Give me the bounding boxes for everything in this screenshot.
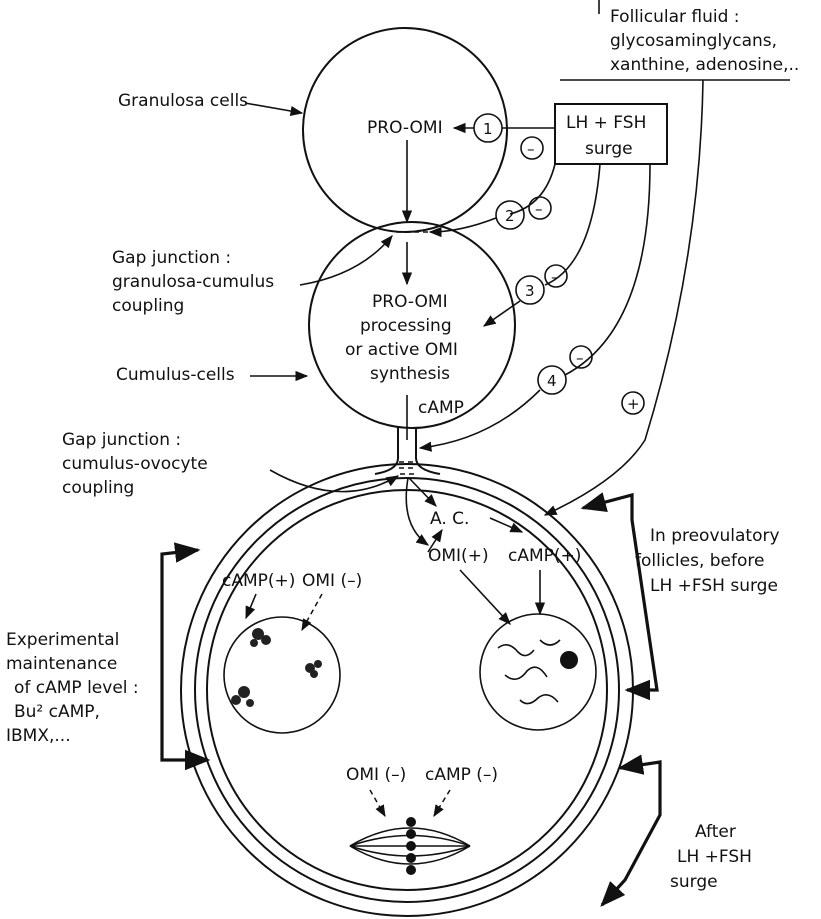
stalk-left — [375, 427, 398, 474]
svg-text:IBMX,...: IBMX,... — [6, 726, 71, 746]
svg-text:After: After — [695, 822, 736, 842]
svg-text:cumulus-ovocyte: cumulus-ovocyte — [62, 454, 208, 474]
svg-text:–: – — [576, 349, 584, 367]
svg-text:PRO-OMI: PRO-OMI — [372, 292, 448, 312]
svg-text:coupling: coupling — [62, 478, 134, 498]
camp-left-arrow — [246, 594, 256, 618]
omi-minus-bottom-label: OMI (–) — [346, 765, 406, 785]
camp-minus-bottom-label: cAMP (–) — [425, 765, 498, 785]
granulosa-pointer-arrow — [245, 103, 302, 113]
after-surge-bracket — [602, 762, 660, 905]
ac-label: A. C. — [430, 509, 469, 529]
decondensed-chromatin — [498, 640, 578, 704]
inhibit-marker-2: – — [529, 197, 551, 219]
svg-text:of cAMP level :: of cAMP level : — [14, 678, 139, 698]
stimulate-marker: + — [622, 392, 644, 414]
svg-text:3: 3 — [525, 282, 535, 300]
svg-text:LH +FSH: LH +FSH — [677, 847, 752, 867]
metaphase-spindle — [350, 817, 470, 875]
svg-text:Follicular fluid :: Follicular fluid : — [610, 7, 740, 27]
gap-junction-co-label: Gap junction : cumulus-ovocyte coupling — [62, 430, 208, 498]
camp-plus-right-label: cAMP(+) — [508, 546, 581, 566]
lh-fsh-surge-box: LH + FSH surge — [555, 104, 667, 164]
svg-text:LH +FSH surge: LH +FSH surge — [650, 576, 778, 596]
omi-entry-arrow — [406, 478, 428, 545]
omi-bottom-arrow — [370, 790, 385, 816]
svg-text:+: + — [627, 395, 640, 413]
camp-top-label: cAMP — [418, 398, 464, 418]
ac-to-camp-arrow — [490, 518, 522, 532]
svg-text:–: – — [535, 200, 543, 218]
box-to-step4-curve — [565, 164, 650, 375]
inhibit-marker-1: – — [521, 137, 543, 159]
gap-junction-gc-pointer — [300, 236, 392, 285]
svg-text:synthesis: synthesis — [370, 364, 450, 384]
svg-text:maintenance: maintenance — [6, 654, 117, 674]
gv-nucleus-right — [480, 614, 596, 730]
step-2-marker: 2 — [496, 201, 524, 229]
granulosa-cells-label: Granulosa cells — [118, 91, 248, 111]
svg-text:processing: processing — [360, 316, 452, 336]
stalk-right — [416, 427, 440, 474]
experimental-label: Experimental maintenance of cAMP level :… — [6, 630, 139, 746]
oocyte-zona-ring — [195, 478, 619, 902]
omi-minus-left-label: OMI (–) — [302, 571, 362, 591]
svg-text:surge: surge — [585, 139, 633, 159]
svg-text:1: 1 — [483, 120, 493, 138]
svg-text:surge: surge — [670, 872, 718, 892]
gap-junction-gc-label: Gap junction : granulosa-cumulus couplin… — [112, 248, 274, 316]
preovulatory-label: In preovulatory follicles, before LH +FS… — [635, 526, 780, 596]
svg-text:–: – — [527, 140, 535, 158]
camp-plus-left-label: cAMP(+) — [222, 571, 295, 591]
follicular-fluid-label: Follicular fluid : glycosaminglycans, xa… — [560, 0, 799, 80]
svg-text:Gap junction :: Gap junction : — [62, 430, 181, 450]
svg-text:LH + FSH: LH + FSH — [566, 113, 646, 133]
svg-text:granulosa-cumulus: granulosa-cumulus — [112, 272, 274, 292]
omi-plus-right-label: OMI(+) — [428, 546, 489, 566]
svg-text:Bu² cAMP,: Bu² cAMP, — [14, 702, 100, 722]
gv-nucleus-left — [224, 617, 340, 733]
svg-text:Experimental: Experimental — [6, 630, 119, 650]
inhibit-marker-4: – — [570, 346, 592, 368]
box-to-step3-curve — [545, 164, 600, 285]
svg-text:Gap junction :: Gap junction : — [112, 248, 231, 268]
camp-bottom-arrow — [434, 790, 450, 816]
svg-text:follicles, before: follicles, before — [635, 551, 764, 571]
svg-text:In preovulatory: In preovulatory — [650, 526, 780, 546]
step-4-marker: 4 — [538, 366, 566, 394]
inhibit-marker-3: – — [545, 265, 567, 287]
omi-right-arrow — [460, 570, 510, 624]
cumulus-cells-label: Cumulus-cells — [116, 365, 235, 385]
condensed-chromatin-clusters — [231, 628, 322, 707]
svg-text:–: – — [551, 268, 559, 286]
pro-omi-label: PRO-OMI — [367, 118, 443, 138]
after-surge-label: After LH +FSH surge — [670, 822, 752, 892]
svg-text:xanthine, adenosine,..: xanthine, adenosine,.. — [610, 55, 799, 75]
svg-text:2: 2 — [505, 207, 515, 225]
svg-text:or active OMI: or active OMI — [345, 340, 458, 360]
step-3-marker: 3 — [516, 276, 544, 304]
step-1-marker: 1 — [474, 114, 502, 142]
box-to-step2-curve — [510, 164, 555, 214]
svg-text:glycosaminglycans,: glycosaminglycans, — [610, 31, 777, 51]
cumulus-process-text: PRO-OMI processing or active OMI synthes… — [345, 292, 458, 384]
svg-text:coupling: coupling — [112, 296, 184, 316]
svg-text:4: 4 — [547, 372, 557, 390]
